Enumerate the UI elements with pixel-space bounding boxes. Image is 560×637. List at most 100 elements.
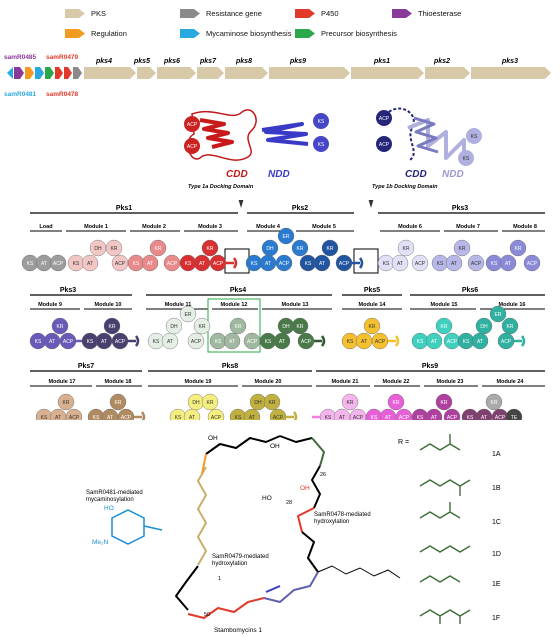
at-domain-label: AT: [361, 339, 367, 345]
small-genes: [7, 67, 82, 79]
acp-domain-label: ACP: [279, 261, 290, 267]
kr-domain-label: KR: [369, 324, 376, 330]
macrolactone-ring: [175, 435, 325, 619]
kr-domain: [453, 239, 471, 257]
acp-domain-label: ACP: [211, 415, 222, 420]
acp-domain-label: ACP: [339, 261, 350, 267]
docking-ndd-label: NDD: [442, 169, 464, 180]
legend-label: Thioesterase: [418, 9, 462, 18]
docking-tail: [128, 335, 140, 347]
r-group-chain: [419, 479, 471, 496]
at-domain-label: AT: [319, 261, 325, 267]
ks-domain-label: KS: [305, 261, 312, 267]
gene-label-samr0485: samR0485: [4, 54, 37, 61]
acp-domain-label: ACP: [501, 339, 512, 345]
at-domain-label: AT: [49, 339, 55, 345]
stambomycin-structure: HO Me₂N OH OH OH HO 26 28 1 50 SamR0481-…: [86, 434, 501, 634]
dh-domain: [261, 239, 279, 257]
docking-domains: ACP ACP KS KS CDD NDD Type 1a Docking Do…: [184, 107, 482, 190]
acp-domain-label: ACP: [527, 261, 538, 267]
carbon-28-label: 28: [286, 500, 292, 506]
er-domain: [277, 227, 295, 245]
legend-regulation: Regulation: [65, 29, 127, 38]
kr-domain: [291, 239, 309, 257]
docking-domain-1a: ACP ACP KS KS CDD NDD Type 1a Docking Do…: [184, 109, 329, 190]
kr-domain: [387, 393, 405, 411]
gene-label-pks7: pks7: [199, 58, 217, 65]
docking-tail: [286, 411, 298, 420]
ks-domain-label: KS: [251, 261, 258, 267]
ann1-line1: SamR0481-mediated: [86, 490, 143, 496]
structure-labels: HO Me₂N OH OH OH HO 26 28 1 50: [92, 435, 326, 618]
at-domain: [425, 332, 443, 350]
annotation-samr0478: SamR0478-mediated hydroxylation: [314, 512, 372, 525]
gene-label-pks9: pks9: [289, 58, 306, 65]
acp-domain-label: ACP: [375, 339, 386, 345]
ks-domain-label: KS: [175, 415, 182, 420]
r-equals-label: R =: [398, 439, 409, 446]
ann1-line2: mycaminosylation: [86, 497, 134, 503]
module-label-6: Module 6: [398, 224, 422, 230]
ks-domain-label: KS: [41, 415, 48, 420]
at-domain: [445, 254, 463, 272]
acp-domain: [275, 254, 293, 272]
r-group-chain: [419, 502, 461, 519]
at-domain-label: AT: [431, 415, 437, 420]
acp-domain-label: ACP: [353, 415, 364, 420]
at-domain-label: AT: [505, 261, 511, 267]
dh-domain-label: DH: [282, 324, 290, 330]
kr-domain-label: KR: [111, 246, 118, 252]
kr-domain-label: KR: [235, 324, 242, 330]
me2n-label: Me₂N: [92, 539, 109, 546]
ks-domain-label: KS: [371, 415, 378, 420]
kr-domain: [193, 317, 211, 335]
down-arrow-icon: [238, 200, 244, 208]
module-label-19: Module 19: [185, 379, 212, 385]
at-domain: [391, 254, 409, 272]
dh-domain-label: DH: [480, 324, 488, 330]
kr-domain-label: KR: [297, 324, 304, 330]
oh-label: OH: [300, 485, 310, 492]
acp-domain-label: ACP: [191, 339, 202, 345]
row2-module-labels: Module 9 Module 10 Module 11 Module 12 M…: [38, 302, 525, 308]
protein-label-pks5: Pks5: [364, 287, 380, 294]
ks-domain-label: KS: [93, 415, 100, 420]
er-domain: [179, 305, 197, 323]
ks-domain-label: KS: [73, 261, 80, 267]
er-domain-label: ER: [185, 312, 192, 318]
annotation-samr0479: SamR0479-mediated hydroxylation: [212, 554, 270, 567]
ann3-line2: hydroxylation: [212, 561, 247, 567]
ks-domain-label: KS: [35, 339, 42, 345]
gene-label-samr0479: samR0479: [46, 54, 79, 61]
kr-domain: [341, 393, 359, 411]
docking-ks-label: KS: [463, 156, 470, 162]
kr-domain-label: KR: [403, 246, 410, 252]
module-label-23: Module 23: [437, 379, 464, 385]
kr-domain: [51, 317, 69, 335]
resistance-arrow-icon: [180, 9, 200, 18]
acp-domain: [65, 408, 83, 420]
er-domain-label: ER: [283, 234, 290, 240]
dh-domain: [475, 317, 493, 335]
docking-acp-label: ACP: [379, 142, 390, 148]
mycaminose-sugar: [111, 509, 163, 545]
kr-domain-label: KR: [393, 400, 400, 406]
ho-label: HO: [104, 505, 114, 512]
acp-domain: [443, 408, 461, 420]
ks-domain-label: KS: [417, 339, 424, 345]
dh-domain-label: DH: [192, 400, 200, 406]
at-domain-label: AT: [87, 261, 93, 267]
legend-thioesterase: Thioesterase: [392, 9, 461, 18]
at-domain-label: AT: [481, 415, 487, 420]
acp-domain: [49, 254, 67, 272]
kr-domain: [103, 317, 121, 335]
legend-resistance: Resistance gene: [180, 9, 262, 18]
protein-label-pks3: Pks3: [452, 205, 468, 212]
module-label-3: Module 3: [198, 224, 222, 230]
ks-domain-label: KS: [133, 261, 140, 267]
kr-domain: [263, 393, 281, 411]
docking-acp-label: ACP: [187, 122, 198, 128]
r-group-label: 1E: [492, 581, 501, 588]
kr-domain: [397, 239, 415, 257]
docking-tail: [314, 335, 326, 347]
